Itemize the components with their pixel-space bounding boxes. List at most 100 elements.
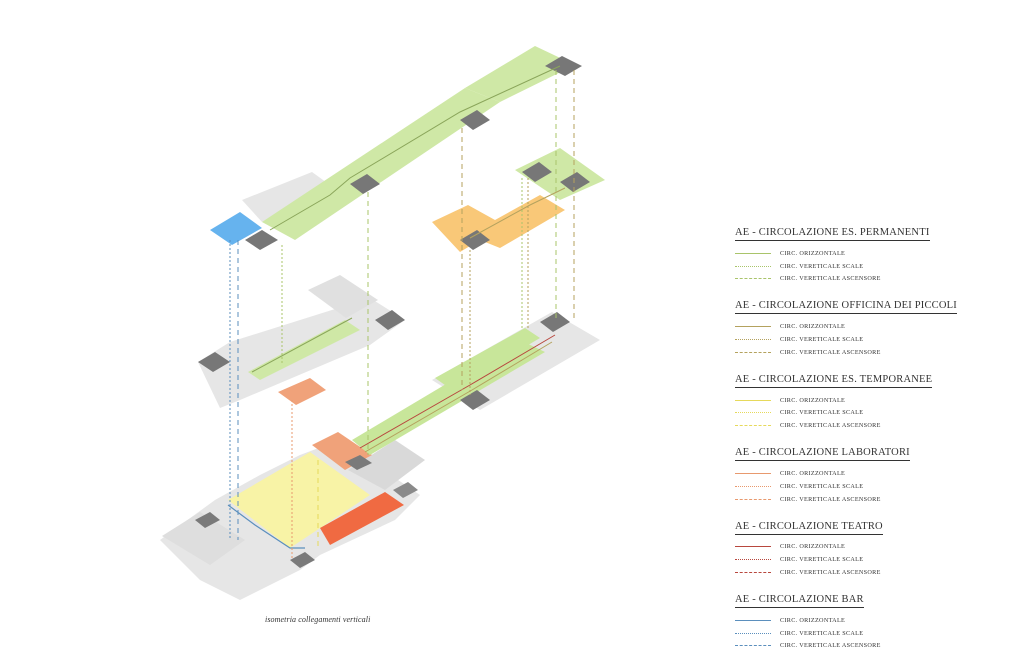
legend-line-swatch bbox=[735, 278, 771, 280]
legend-row: CIRC. VERETICALE ASCENSORE bbox=[735, 273, 995, 286]
vertical-connections bbox=[229, 70, 575, 560]
legend-row-label: CIRC. VERETICALE SCALE bbox=[780, 262, 864, 270]
legend: AE - CIRCOLAZIONE ES. PERMANENTI CIRC. OR… bbox=[735, 222, 995, 662]
legend-row-label: CIRC. VERETICALE ASCENSORE bbox=[780, 275, 881, 283]
core-dark bbox=[198, 352, 230, 372]
ground-floor-wing-left bbox=[162, 512, 245, 565]
legend-row: CIRC. VERETICALE SCALE bbox=[735, 333, 995, 346]
permanenti-zone-first-right bbox=[435, 328, 540, 390]
core-dark bbox=[460, 390, 490, 410]
legend-row-label: CIRC. VERETICALE ASCENSORE bbox=[780, 642, 881, 650]
legend-line-swatch bbox=[735, 399, 771, 401]
core-dark bbox=[375, 310, 405, 330]
legend-row: CIRC. VERETICALE SCALE bbox=[735, 407, 995, 420]
legend-group: AE - CIRCOLAZIONE TEATRO CIRC. ORIZZONTAL… bbox=[735, 516, 995, 579]
legend-group-title: AE - CIRCOLAZIONE ES. TEMPORANEE bbox=[735, 374, 933, 388]
legend-line-swatch bbox=[735, 645, 771, 647]
core-dark bbox=[290, 552, 315, 568]
legend-row: CIRC. VERETICALE SCALE bbox=[735, 627, 995, 640]
legend-row: CIRC. VERETICALE ASCENSORE bbox=[735, 419, 995, 432]
bar-horizontal-route bbox=[227, 504, 305, 549]
legend-row: CIRC. VERETICALE SCALE bbox=[735, 480, 995, 493]
legend-row-label: CIRC. VERETICALE SCALE bbox=[780, 336, 864, 344]
second-floor-gray-block bbox=[242, 172, 330, 222]
legend-row: CIRC. VERETICALE ASCENSORE bbox=[735, 346, 995, 359]
legend-row-label: CIRC. VERETICALE SCALE bbox=[780, 629, 864, 637]
legend-line-swatch bbox=[735, 252, 771, 254]
legend-line-swatch bbox=[735, 473, 771, 475]
legend-row: CIRC. ORIZZONTALE bbox=[735, 467, 995, 480]
teatro-horizontal-route bbox=[359, 334, 556, 449]
legend-row-label: CIRC. ORIZZONTALE bbox=[780, 396, 846, 404]
legend-row: CIRC. ORIZZONTALE bbox=[735, 614, 995, 627]
legend-row: CIRC. VERETICALE ASCENSORE bbox=[735, 566, 995, 579]
legend-row-label: CIRC. ORIZZONTALE bbox=[780, 470, 846, 478]
core-dark bbox=[560, 172, 590, 192]
legend-row-label: CIRC. VERETICALE ASCENSORE bbox=[780, 569, 881, 577]
permanenti-zone-small-right bbox=[515, 148, 605, 200]
teatro-zone bbox=[320, 492, 404, 545]
legend-row-label: CIRC. ORIZZONTALE bbox=[780, 543, 846, 551]
legend-row-label: CIRC. VERETICALE ASCENSORE bbox=[780, 495, 881, 503]
legend-row: CIRC. ORIZZONTALE bbox=[735, 320, 995, 333]
second-floor bbox=[210, 46, 605, 252]
legend-group: AE - CIRCOLAZIONE ES. TEMPORANEE CIRC. OR… bbox=[735, 369, 995, 432]
officina-zone bbox=[432, 195, 565, 252]
legend-row: CIRC. VERETICALE ASCENSORE bbox=[735, 640, 995, 653]
legend-row: CIRC. ORIZZONTALE bbox=[735, 247, 995, 260]
laboratori-zone-first bbox=[278, 378, 326, 405]
legend-line-swatch bbox=[735, 632, 771, 634]
permanenti-zone-first-floor bbox=[248, 320, 360, 380]
legend-group-title: AE - CIRCOLAZIONE BAR bbox=[735, 594, 864, 608]
legend-line-swatch bbox=[735, 265, 771, 267]
legend-group: AE - CIRCOLAZIONE BAR CIRC. ORIZZONTALE CI… bbox=[735, 589, 995, 652]
legend-line-swatch bbox=[735, 326, 771, 328]
permanenti-horizontal-route bbox=[251, 317, 353, 373]
legend-group: AE - CIRCOLAZIONE OFFICINA DEI PICCOLI CI… bbox=[735, 295, 995, 358]
legend-row-label: CIRC. VERETICALE ASCENSORE bbox=[780, 348, 881, 356]
core-dark bbox=[195, 512, 220, 528]
first-floor bbox=[198, 275, 600, 455]
legend-group-title: AE - CIRCOLAZIONE OFFICINA DEI PICCOLI bbox=[735, 300, 957, 315]
core-dark bbox=[545, 56, 582, 76]
officina-horizontal-route bbox=[469, 187, 566, 239]
legend-row-label: CIRC. VERETICALE SCALE bbox=[780, 409, 864, 417]
legend-row: CIRC. ORIZZONTALE bbox=[735, 541, 995, 554]
legend-row-label: CIRC. VERETICALE ASCENSORE bbox=[780, 422, 881, 430]
officina-horizontal-route bbox=[364, 341, 553, 453]
bar-zone bbox=[210, 212, 262, 245]
permanenti-zone-main bbox=[262, 88, 500, 240]
legend-group-title: AE - CIRCOLAZIONE TEATRO bbox=[735, 521, 883, 535]
core-dark bbox=[460, 110, 490, 130]
legend-line-swatch bbox=[735, 351, 771, 353]
legend-line-swatch bbox=[735, 425, 771, 427]
permanenti-horizontal-route bbox=[269, 65, 561, 231]
ground-floor-wing-right bbox=[348, 440, 425, 490]
legend-row: CIRC. ORIZZONTALE bbox=[735, 394, 995, 407]
legend-line-swatch bbox=[735, 485, 771, 487]
legend-row-label: CIRC. ORIZZONTALE bbox=[780, 616, 846, 624]
legend-group: AE - CIRCOLAZIONE ES. PERMANENTI CIRC. OR… bbox=[735, 222, 995, 285]
legend-group-title: AE - CIRCOLAZIONE LABORATORI bbox=[735, 447, 910, 462]
ground-floor bbox=[160, 432, 425, 600]
legend-row-label: CIRC. VERETICALE SCALE bbox=[780, 482, 864, 490]
legend-row: CIRC. VERETICALE ASCENSORE bbox=[735, 493, 995, 506]
legend-row-label: CIRC. VERETICALE SCALE bbox=[780, 556, 864, 564]
core-dark bbox=[460, 230, 490, 250]
legend-line-swatch bbox=[735, 412, 771, 414]
legend-row-label: CIRC. ORIZZONTALE bbox=[780, 323, 846, 331]
diagram-caption: isometria collegamenti verticali bbox=[265, 615, 371, 624]
legend-line-swatch bbox=[735, 559, 771, 561]
core-dark bbox=[522, 162, 552, 182]
first-floor-block-upper bbox=[308, 275, 378, 318]
legend-row: CIRC. VERETICALE SCALE bbox=[735, 553, 995, 566]
legend-line-swatch bbox=[735, 339, 771, 341]
legend-group-title: AE - CIRCOLAZIONE ES. PERMANENTI bbox=[735, 227, 930, 241]
core-dark bbox=[245, 230, 278, 250]
legend-line-swatch bbox=[735, 498, 771, 500]
core-dark bbox=[350, 174, 380, 194]
permanenti-zone-top bbox=[465, 46, 575, 102]
core-dark bbox=[345, 455, 372, 470]
legend-line-swatch bbox=[735, 572, 771, 574]
legend-line-swatch bbox=[735, 619, 771, 621]
